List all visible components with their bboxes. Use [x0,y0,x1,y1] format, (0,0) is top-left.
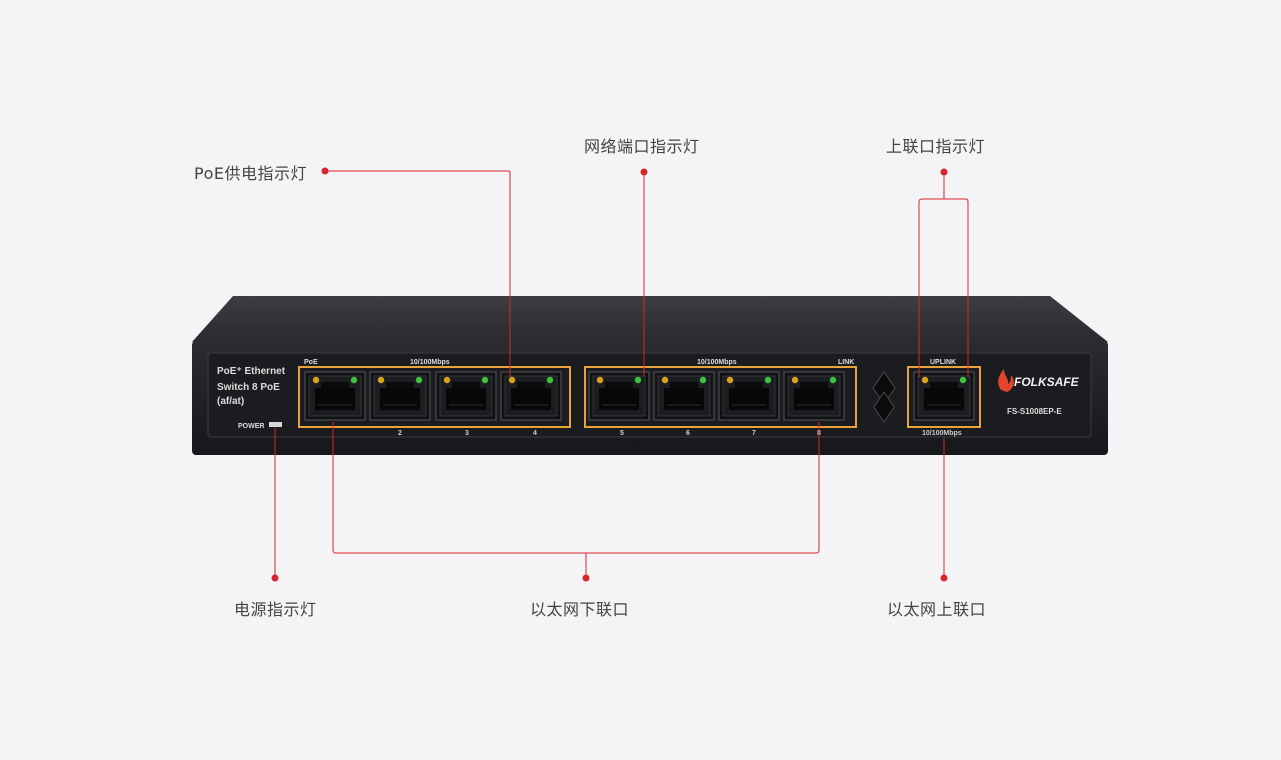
ethernet-port-8[interactable] [783,371,845,421]
callout-dots [271,167,948,582]
poe-indicator-label: PoE供电指示灯 [194,164,307,183]
network-port-dot [640,168,648,176]
speed-label-1: 10/100Mbps [410,359,450,366]
model-number: FS-S1008EP-E [1007,407,1062,416]
uplink-indicator-bracket [918,198,969,377]
power-label: POWER [238,423,264,430]
device-name-line3: (af/at) [217,396,244,407]
brand-name: FOLKSAFE [1014,375,1080,389]
uplink-port-outline [907,366,981,428]
port-number-6: 6 [686,430,690,437]
speed-label-2: 10/100Mbps [697,359,737,366]
device-top [192,296,1108,342]
poe-label: PoE [304,359,318,366]
port-number-4: 4 [533,430,537,437]
power-led [269,422,282,427]
uplink-speed-label: 10/100Mbps [922,430,962,437]
downlink-dot [582,574,590,582]
poe-indicator-dot [321,167,329,175]
device-name-line2: Switch 8 PoE [217,382,280,393]
poe-port-group-5-8 [584,366,857,428]
ethernet-port-7[interactable] [718,371,780,421]
downlink-bracket [332,422,820,554]
downlink-ports-label: 以太网下联口 [530,600,630,619]
device-name-line1: PoE⁺ Ethernet [217,366,286,377]
uplink-port-label: 以太网上联口 [887,600,987,619]
port-number-7: 7 [752,430,756,437]
flame-logo-icon [998,369,1014,392]
poe-indicator-leader [325,170,511,377]
ethernet-port-5[interactable] [588,371,650,421]
ethernet-port-2[interactable] [369,371,431,421]
network-port-indicator-label: 网络端口指示灯 [584,137,700,156]
port-number-5: 5 [620,430,624,437]
uplink-port-dot [940,574,948,582]
diamond-emblem-icon [872,371,896,423]
poe-port-group-1-4 [298,366,571,428]
port-number-2: 2 [398,430,402,437]
power-indicator-label: 电源指示灯 [234,600,317,619]
uplink-indicator-label: 上联口指示灯 [886,137,986,156]
uplink-label: UPLINK [930,359,956,366]
ethernet-port-1[interactable] [304,371,366,421]
ethernet-port-6[interactable] [653,371,715,421]
ethernet-port-3[interactable] [435,371,497,421]
ethernet-port-4[interactable] [500,371,562,421]
port-number-3: 3 [465,430,469,437]
uplink-indicator-dot [940,168,948,176]
callout-lines [274,170,969,578]
link-label: LINK [838,359,854,366]
uplink-port[interactable] [913,371,975,421]
power-indicator-dot [271,574,279,582]
